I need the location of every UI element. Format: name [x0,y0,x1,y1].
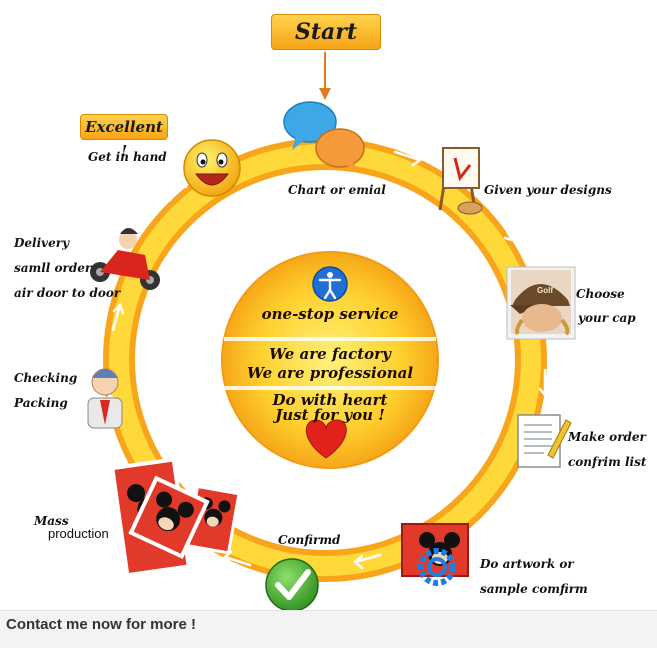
step-designs-label: Given your designs [484,183,612,197]
step-delivery-line3: air door to door [14,286,121,300]
start-arrow [319,52,331,100]
factory-line1: We are factory [269,345,391,363]
step-checking-line2: Packing [14,396,68,410]
motorcycle-icon [90,228,160,290]
step-confirm-label: Confirmd [278,533,341,547]
factory-line2: We are professional [246,364,414,382]
accessibility-icon [312,266,348,302]
step-get-in-hand-label: Get in hand [88,150,167,164]
step-artwork-line1: Do artwork or [480,557,574,571]
service-label: one-stop service [261,305,399,323]
cap-text: Golf [537,286,553,295]
excellent-box: Excellent ! [80,114,168,160]
heart-line2: Just for you ! [275,406,385,424]
step-choose-line2: your cap [578,311,636,325]
checkmark-icon [265,558,319,612]
document-icon [517,414,572,468]
step-delivery-line1: Delivery [14,236,70,250]
contact-text: Contact me now for more ! [6,616,197,633]
step-mass-line2: production [48,526,109,541]
worker-icon [87,368,123,429]
center-band-1 [224,337,436,341]
step-delivery-line2: samll order [14,261,92,275]
mickey-cards-icon [110,457,241,578]
step-artwork-line2: sample comfirm [480,582,588,596]
step-mass-line1: Mass [34,514,69,528]
heart-line1: Do with heart [272,391,388,409]
footer-bar: Contact me now for more ! [0,610,657,648]
step-order-line1: Make order [568,430,646,444]
cap-photo-icon: Golf [506,266,576,340]
center-band-2 [224,386,436,390]
step-checking-line1: Checking [14,371,78,385]
heart-icon [305,419,347,459]
speech-bubbles-icon [283,101,365,172]
gear-icon [418,548,456,586]
step-order-line2: confrim list [568,455,647,469]
center-disc [221,251,439,469]
start-box: Start [271,14,381,50]
step-choose-line1: Choose [576,287,625,301]
step-chat-label: Chart or emial [288,183,386,197]
easel-icon [438,147,483,215]
smiley-icon [183,139,241,197]
